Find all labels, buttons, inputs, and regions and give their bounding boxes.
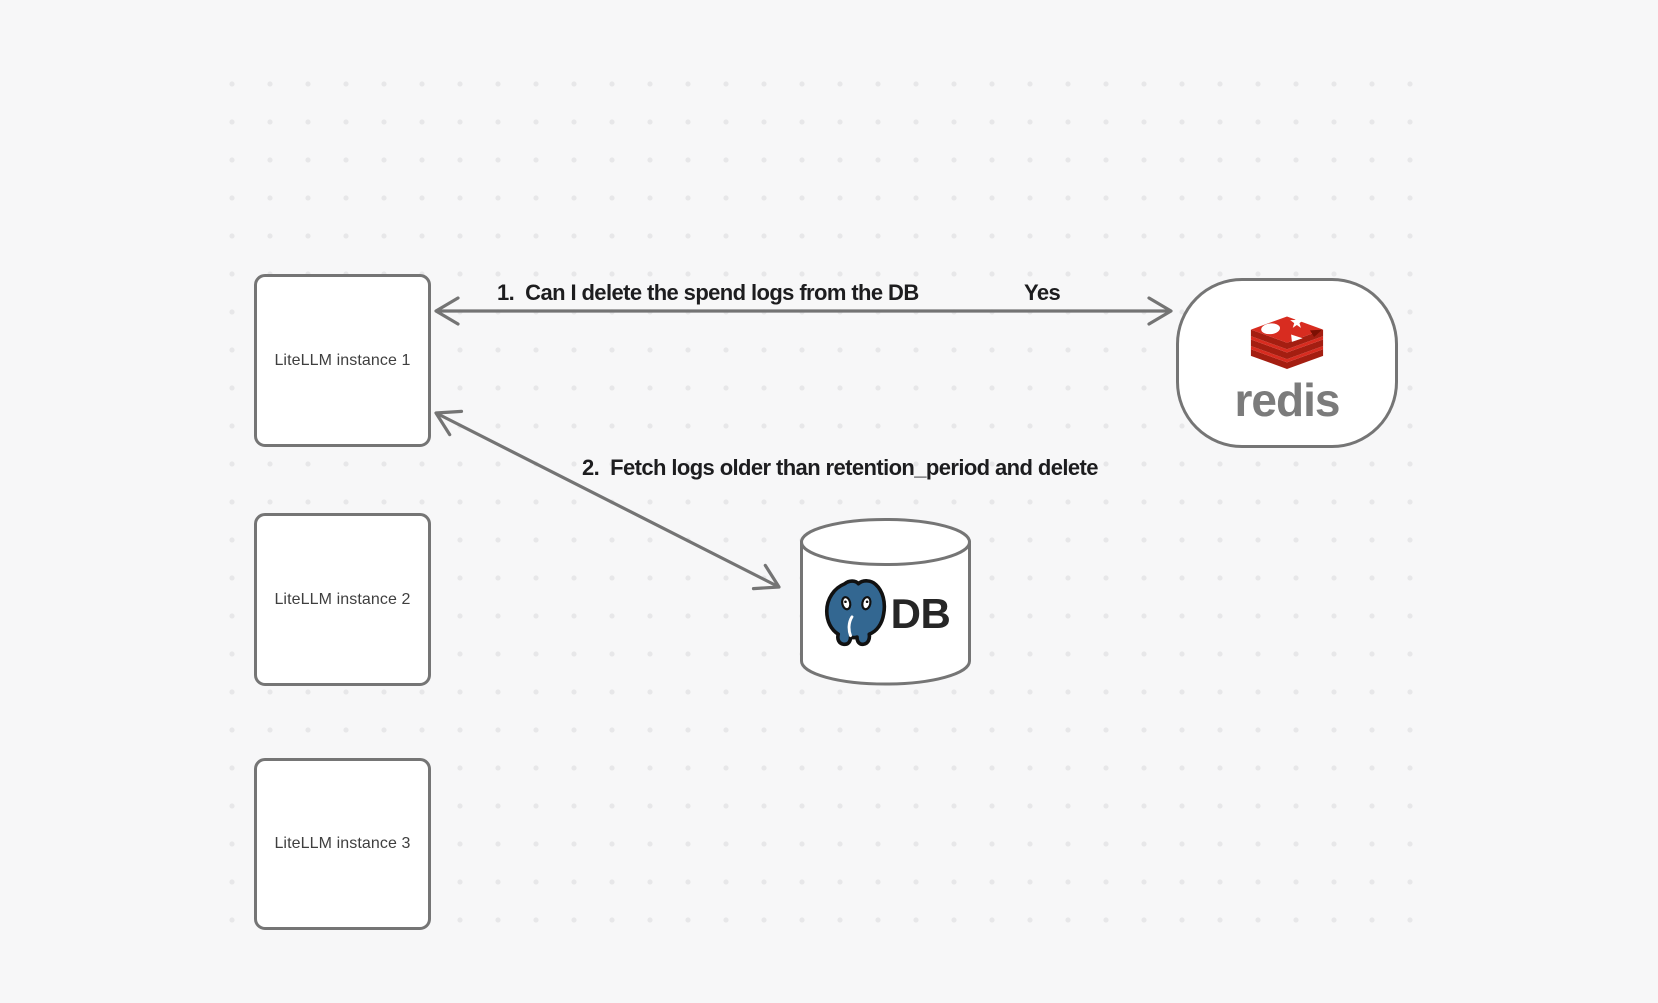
arrow-2-label[interactable]: 2. Fetch logs older than retention_perio… [582,455,1098,480]
node-label: LiteLLM instance 2 [274,590,411,608]
redis-wordmark: redis [1234,373,1341,426]
db-label: DB [890,590,951,637]
arrow-2[interactable] [434,409,781,591]
arrowhead-upleft-icon [434,409,464,437]
postgresql-icon [824,579,886,647]
node-litellm-instance-3[interactable]: LiteLLM instance 3 [254,758,431,930]
node-litellm-instance-2[interactable]: LiteLLM instance 2 [254,513,431,686]
arrowhead-downright-icon [751,563,781,591]
arrowhead-right-icon [1147,296,1173,326]
arrow-1[interactable] [434,296,1173,326]
arrow-1-response-label[interactable]: Yes [1024,280,1061,305]
node-database[interactable]: DB [799,517,972,687]
node-label: LiteLLM instance 3 [274,835,411,852]
redis-logo-icon [1250,314,1324,369]
node-litellm-instance-1[interactable]: LiteLLM instance 1 [254,274,431,447]
arrow-1-label[interactable]: 1. Can I delete the spend logs from the … [497,280,919,305]
node-redis[interactable]: redis [1176,278,1398,448]
arrowhead-left-icon [434,296,460,326]
db-cylinder-shape [800,518,971,686]
node-label: LiteLLM instance 1 [274,351,411,369]
